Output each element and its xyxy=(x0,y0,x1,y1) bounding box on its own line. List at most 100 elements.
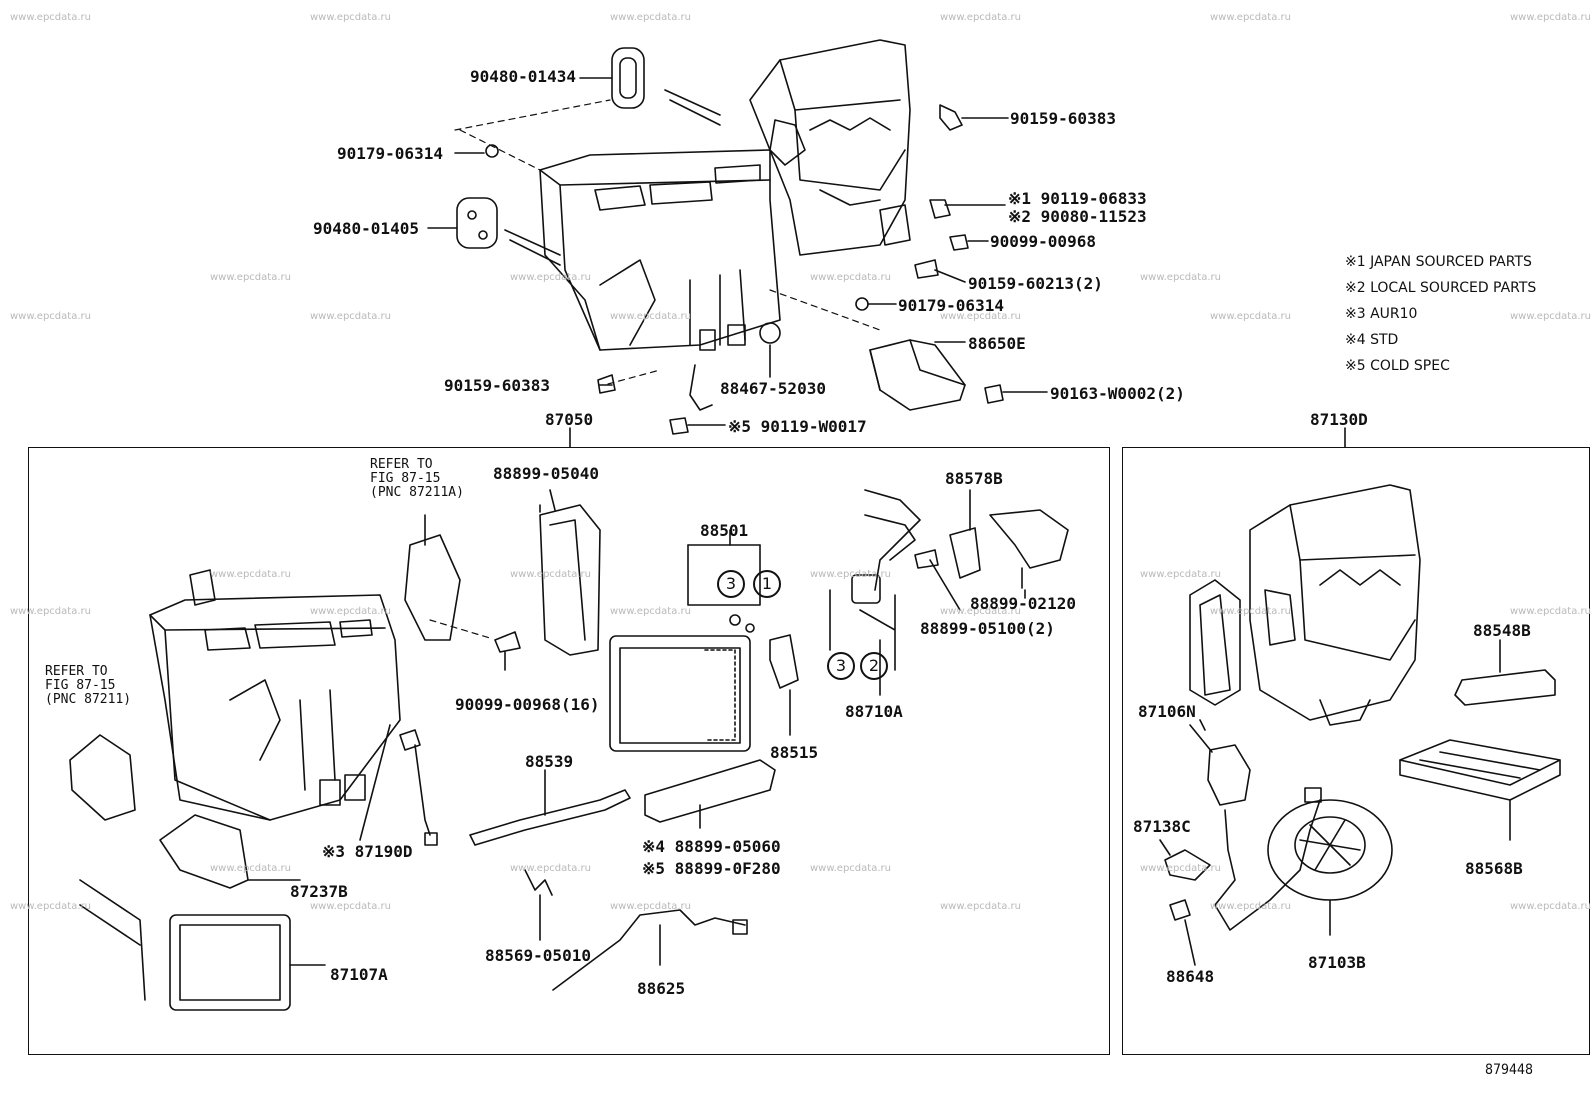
part-label[interactable]: 88539 xyxy=(525,752,574,771)
part-label[interactable]: 88625 xyxy=(637,979,686,998)
part-label[interactable]: 87107A xyxy=(330,965,388,984)
watermark: www.epcdata.ru xyxy=(1510,311,1591,322)
watermark: www.epcdata.ru xyxy=(1210,606,1291,617)
legend-item: ※5 COLD SPEC xyxy=(1345,358,1450,374)
watermark: www.epcdata.ru xyxy=(610,311,691,322)
watermark: www.epcdata.ru xyxy=(210,272,291,283)
refer-line: FIG 87-15 xyxy=(370,471,441,486)
watermark: www.epcdata.ru xyxy=(610,12,691,23)
circled-number: 3 xyxy=(717,570,745,598)
watermark: www.epcdata.ru xyxy=(1210,311,1291,322)
part-label[interactable]: 88899-05040 xyxy=(493,464,599,483)
legend-item: ※4 STD xyxy=(1345,332,1399,348)
legend: ※1 JAPAN SOURCED PARTS ※2 LOCAL SOURCED … xyxy=(1345,249,1536,379)
watermark: www.epcdata.ru xyxy=(10,901,91,912)
part-label[interactable]: 88515 xyxy=(770,743,819,762)
watermark: www.epcdata.ru xyxy=(310,12,391,23)
watermark: www.epcdata.ru xyxy=(810,569,891,580)
part-label[interactable]: ※5 88899-0F280 xyxy=(642,859,781,878)
refer-line: (PNC 87211A) xyxy=(370,485,464,500)
watermark: www.epcdata.ru xyxy=(1210,901,1291,912)
assembly-box-87130D xyxy=(1122,447,1590,1055)
watermark: www.epcdata.ru xyxy=(940,12,1021,23)
part-label[interactable]: 90480-01434 xyxy=(470,67,576,86)
part-label[interactable]: 90159-60383 xyxy=(444,376,550,395)
watermark: www.epcdata.ru xyxy=(610,901,691,912)
watermark: www.epcdata.ru xyxy=(310,311,391,322)
watermark: www.epcdata.ru xyxy=(810,272,891,283)
part-label[interactable]: 88648 xyxy=(1166,967,1215,986)
part-label-87050[interactable]: 87050 xyxy=(545,410,594,429)
refer-line: REFER TO xyxy=(370,457,433,472)
part-label[interactable]: ※5 90119-W0017 xyxy=(728,417,867,436)
circled-number: 1 xyxy=(753,570,781,598)
part-label[interactable]: 88501 xyxy=(700,521,749,540)
watermark: www.epcdata.ru xyxy=(1510,901,1591,912)
watermark: www.epcdata.ru xyxy=(510,272,591,283)
part-label[interactable]: 90179-06314 xyxy=(337,144,443,163)
part-label[interactable]: ※3 87190D xyxy=(322,842,413,861)
watermark: www.epcdata.ru xyxy=(1510,12,1591,23)
part-label[interactable]: 90179-06314 xyxy=(898,296,1004,315)
part-label[interactable]: ※4 88899-05060 xyxy=(642,837,781,856)
watermark: www.epcdata.ru xyxy=(940,311,1021,322)
watermark: www.epcdata.ru xyxy=(940,901,1021,912)
assembly-box-87050 xyxy=(28,447,1110,1055)
part-label[interactable]: 88650E xyxy=(968,334,1026,353)
part-label[interactable]: 90099-00968(16) xyxy=(455,695,600,714)
watermark: www.epcdata.ru xyxy=(1210,12,1291,23)
watermark: www.epcdata.ru xyxy=(810,863,891,874)
refer-note-a: REFER TO FIG 87-15 (PNC 87211A) xyxy=(370,458,464,500)
watermark: www.epcdata.ru xyxy=(310,901,391,912)
watermark: www.epcdata.ru xyxy=(940,606,1021,617)
watermark: www.epcdata.ru xyxy=(10,311,91,322)
circled-number: 3 xyxy=(827,652,855,680)
watermark: www.epcdata.ru xyxy=(610,606,691,617)
part-label[interactable]: 88578B xyxy=(945,469,1003,488)
part-label[interactable]: 90480-01405 xyxy=(313,219,419,238)
part-label[interactable]: 88899-02120 xyxy=(970,594,1076,613)
hvac-unit-exploded-illustration xyxy=(69,489,1069,1011)
watermark: www.epcdata.ru xyxy=(510,569,591,580)
legend-item: ※1 JAPAN SOURCED PARTS xyxy=(1345,254,1532,270)
refer-line: REFER TO xyxy=(45,664,108,679)
watermark: www.epcdata.ru xyxy=(510,863,591,874)
part-label[interactable]: 87237B xyxy=(290,882,348,901)
refer-line: FIG 87-15 xyxy=(45,678,116,693)
refer-note-b: REFER TO FIG 87-15 (PNC 87211) xyxy=(45,665,131,707)
refer-line: (PNC 87211) xyxy=(45,692,132,707)
part-label[interactable]: 90099-00968 xyxy=(990,232,1096,251)
legend-item: ※3 AUR10 xyxy=(1345,306,1418,322)
part-label[interactable]: 90163-W0002(2) xyxy=(1050,384,1185,403)
part-label[interactable]: 87103B xyxy=(1308,953,1366,972)
watermark: www.epcdata.ru xyxy=(10,606,91,617)
part-label[interactable]: ※2 90080-11523 xyxy=(1008,207,1147,226)
part-label[interactable]: 87138C xyxy=(1133,817,1191,836)
watermark: www.epcdata.ru xyxy=(10,12,91,23)
watermark: www.epcdata.ru xyxy=(210,569,291,580)
part-label-87130D[interactable]: 87130D xyxy=(1310,410,1368,429)
part-label[interactable]: 90159-60383 xyxy=(1010,109,1116,128)
watermark: www.epcdata.ru xyxy=(210,863,291,874)
circled-number: 2 xyxy=(860,652,888,680)
hvac-unit-top-illustration xyxy=(427,39,1048,435)
watermark: www.epcdata.ru xyxy=(1510,606,1591,617)
part-label[interactable]: 88548B xyxy=(1473,621,1531,640)
part-label[interactable]: 88568B xyxy=(1465,859,1523,878)
watermark: www.epcdata.ru xyxy=(1140,569,1221,580)
blower-unit-illustration xyxy=(1159,484,1561,966)
figure-code: 879448 xyxy=(1485,1062,1534,1078)
part-label[interactable]: 88467-52030 xyxy=(720,379,826,398)
part-label[interactable]: 88569-05010 xyxy=(485,946,591,965)
part-label[interactable]: 88710A xyxy=(845,702,903,721)
part-label[interactable]: ※1 90119-06833 xyxy=(1008,189,1147,208)
part-label[interactable]: 88899-05100(2) xyxy=(920,619,1055,638)
watermark: www.epcdata.ru xyxy=(310,606,391,617)
watermark: www.epcdata.ru xyxy=(1140,863,1221,874)
legend-item: ※2 LOCAL SOURCED PARTS xyxy=(1345,280,1537,296)
watermark: www.epcdata.ru xyxy=(1140,272,1221,283)
part-label[interactable]: 90159-60213(2) xyxy=(968,274,1103,293)
part-label[interactable]: 87106N xyxy=(1138,702,1196,721)
